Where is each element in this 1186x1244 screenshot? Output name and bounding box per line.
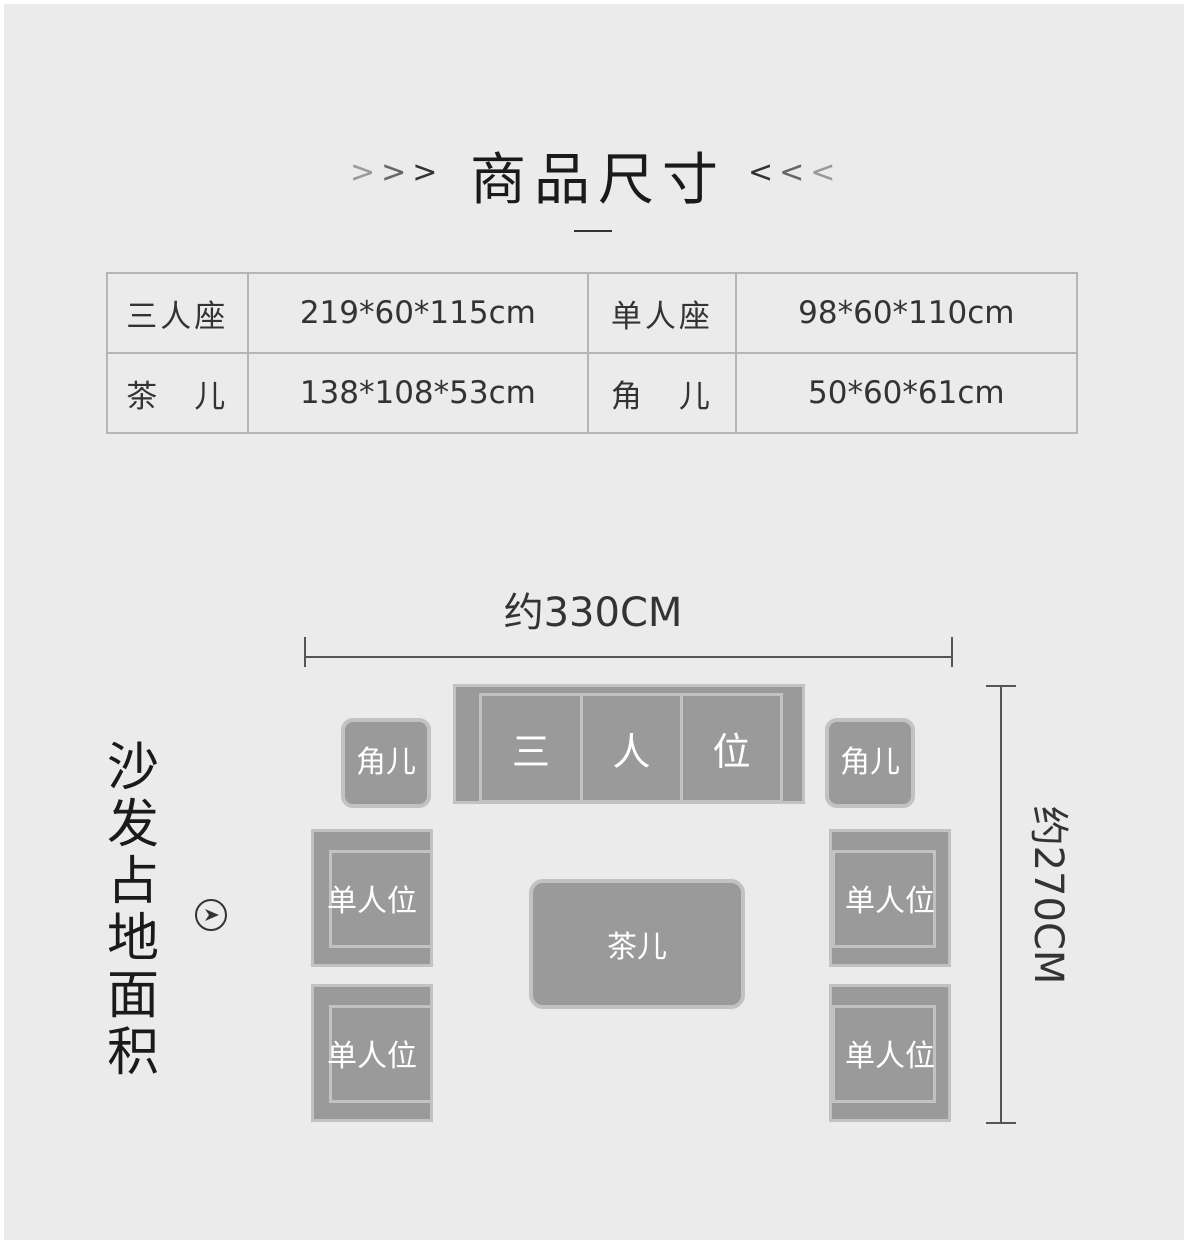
section-header: >>> 商品尺寸 <<< (0, 135, 1186, 213)
sofa-seat: 位 (680, 693, 783, 803)
sofa-seat: 三 (479, 693, 583, 803)
item-label: 角 儿 (587, 352, 737, 434)
height-dimension-label: 约270CM (1025, 805, 1071, 985)
single-seat-sofa: 单人位 (311, 829, 433, 967)
arrow-circle-icon (195, 899, 227, 931)
seat-cushion (329, 1005, 433, 1103)
three-seat-sofa: 三 人 位 (453, 684, 805, 804)
width-dimension-label: 约330CM (503, 590, 683, 636)
arrow-right-icon: > (381, 155, 413, 190)
arrow-left-icon: < (748, 155, 780, 190)
right-arrows: <<< (748, 155, 841, 190)
dimension-tick (304, 637, 306, 667)
arrow-left-icon: < (779, 155, 811, 190)
item-size: 138*108*53cm (246, 352, 590, 434)
single-seat-sofa: 单人位 (829, 829, 951, 967)
arrow-right-icon: > (350, 155, 382, 190)
dimension-tick (986, 685, 1016, 687)
corner-table-left: 角儿 (341, 718, 431, 808)
seat-cushion (832, 850, 936, 948)
table-row: 茶 儿 138*108*53cm 角 儿 50*60*61cm (106, 352, 1079, 434)
item-size: 219*60*115cm (246, 272, 590, 354)
item-size: 98*60*110cm (734, 272, 1079, 354)
single-seat-label: 单人位 (327, 1039, 417, 1074)
single-seat-sofa: 单人位 (829, 984, 951, 1122)
single-seat-label: 单人位 (845, 884, 935, 919)
item-label: 茶 儿 (106, 352, 249, 434)
dimension-tick (951, 637, 953, 667)
height-dimension-line (1000, 686, 1002, 1123)
seat-cushion (832, 1005, 936, 1103)
arrow-left-icon: < (810, 155, 842, 190)
size-table: 三人座 219*60*115cm 单人座 98*60*110cm 茶 儿 138… (106, 272, 1079, 434)
coffee-table: 茶儿 (529, 879, 745, 1009)
page-background (4, 4, 1184, 1240)
table-row: 三人座 219*60*115cm 单人座 98*60*110cm (106, 272, 1079, 354)
sofa-seat: 人 (580, 693, 683, 803)
item-label: 三人座 (106, 272, 249, 354)
page-title: 商品尺寸 (470, 148, 726, 213)
seat-cushion (329, 850, 433, 948)
arrow-right-icon: > (412, 155, 444, 190)
single-seat-sofa: 单人位 (311, 984, 433, 1122)
left-arrows: >>> (350, 155, 443, 190)
title-divider (574, 230, 612, 232)
single-seat-label: 单人位 (845, 1039, 935, 1074)
corner-table-right: 角儿 (825, 718, 915, 808)
single-seat-label: 单人位 (327, 884, 417, 919)
floor-area-label: 沙发占地面积 (106, 738, 159, 1083)
item-size: 50*60*61cm (734, 352, 1079, 434)
item-label: 单人座 (587, 272, 737, 354)
dimension-tick (986, 1122, 1016, 1124)
width-dimension-line (305, 656, 953, 658)
